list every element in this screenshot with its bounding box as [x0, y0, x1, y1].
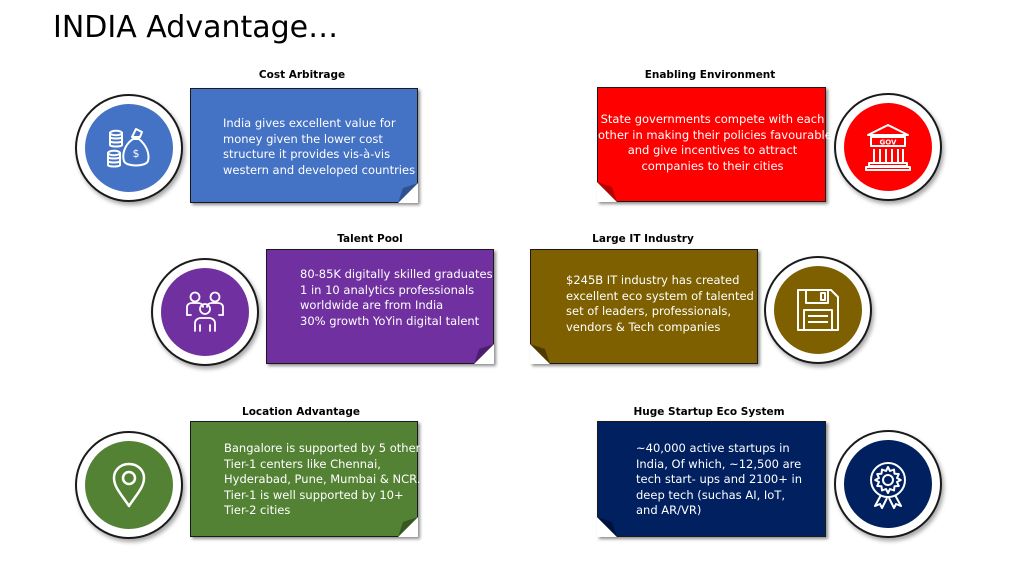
text-line: structure it provides vis-à-vis [223, 147, 391, 161]
text-line: western and developed countries [223, 162, 416, 177]
talent-pool-icon-circle [151, 258, 259, 366]
svg-text:$: $ [133, 147, 140, 160]
money-bag-icon: $ [107, 128, 150, 168]
text-line: State governments compete with each [600, 112, 825, 126]
floppy-disk-icon [797, 289, 839, 331]
text-line: companies to their cities [641, 158, 784, 173]
text-line: Tier-2 cities [224, 503, 291, 517]
text-line: 30% growth YoYin digital talent [300, 313, 480, 328]
text-line: set of leaders, professionals, [566, 304, 732, 318]
text-line: other in making their policies favourabl… [598, 127, 832, 142]
location-pin-icon [112, 462, 146, 508]
people-group-icon [186, 291, 224, 332]
government-building-icon: GOV [865, 124, 911, 171]
page-curl [398, 183, 418, 203]
talent-pool-heading: Talent Pool [337, 233, 403, 245]
text-line: Hyderabad, Pune, Mumbai & NCR. [224, 472, 421, 486]
text-line: 1 in 10 analytics professionals [300, 282, 475, 297]
location-advantage-icon-circle [75, 431, 183, 539]
talent-pool-card: 80-85K digitally skilled graduates 1 in … [266, 249, 494, 364]
text-line: vendors & Tech companies [566, 319, 721, 334]
gear-badge-icon [870, 462, 906, 509]
page-curl [530, 344, 550, 364]
text-line: India, Of which, ~12,500 are [636, 456, 802, 471]
text-line: Tier-1 centers like Chennai, [224, 456, 381, 471]
svg-text:GOV: GOV [880, 139, 898, 147]
text-line: deep tech (suchas AI, IoT, [636, 487, 786, 502]
location-advantage-card: Bangalore is supported by 5 other Tier-1… [190, 421, 421, 537]
text-line: India gives excellent value for [223, 116, 396, 130]
enabling-environment-heading: Enabling Environment [644, 69, 776, 81]
page-curl [398, 517, 418, 537]
large-it-industry-heading: Large IT Industry [592, 233, 694, 245]
text-line: worldwide are from India [300, 298, 444, 312]
startup-ecosystem-card: ~40,000 active startups in India, Of whi… [597, 421, 826, 537]
startup-ecosystem-heading: Huge Startup Eco System [633, 406, 785, 418]
cost-arbitrage-icon-circle: $ [75, 94, 183, 202]
text-line: ~40,000 active startups in [636, 441, 790, 455]
page-curl [474, 344, 494, 364]
page-curl [597, 517, 617, 537]
page-curl [597, 182, 617, 202]
text-line: Bangalore is supported by 5 other [224, 441, 421, 455]
location-advantage-heading: Location Advantage [242, 406, 360, 418]
large-it-industry-card: $245B IT industry has created excellent … [530, 249, 758, 364]
page-title: INDIA Advantage… [53, 10, 339, 45]
enabling-environment-card: State governments compete with each othe… [597, 87, 832, 202]
large-it-industry-icon-circle [764, 256, 872, 364]
text-line: and give incentives to attract [627, 143, 798, 157]
text-line: money given the lower cost [223, 131, 383, 146]
cost-arbitrage-card: India gives excellent value for money gi… [190, 88, 418, 203]
text-line: excellent eco system of talented [566, 288, 754, 303]
text-line: $245B IT industry has created [566, 273, 740, 287]
text-line: Tier-1 is well supported by 10+ [224, 487, 404, 502]
enabling-environment-icon-circle: GOV [834, 93, 942, 201]
cost-arbitrage-heading: Cost Arbitrage [258, 69, 346, 81]
text-line: tech start- ups and 2100+ in [636, 472, 803, 486]
text-line: 80-85K digitally skilled graduates [300, 267, 493, 281]
text-line: and AR/VR) [636, 503, 702, 517]
startup-ecosystem-icon-circle [834, 430, 942, 538]
